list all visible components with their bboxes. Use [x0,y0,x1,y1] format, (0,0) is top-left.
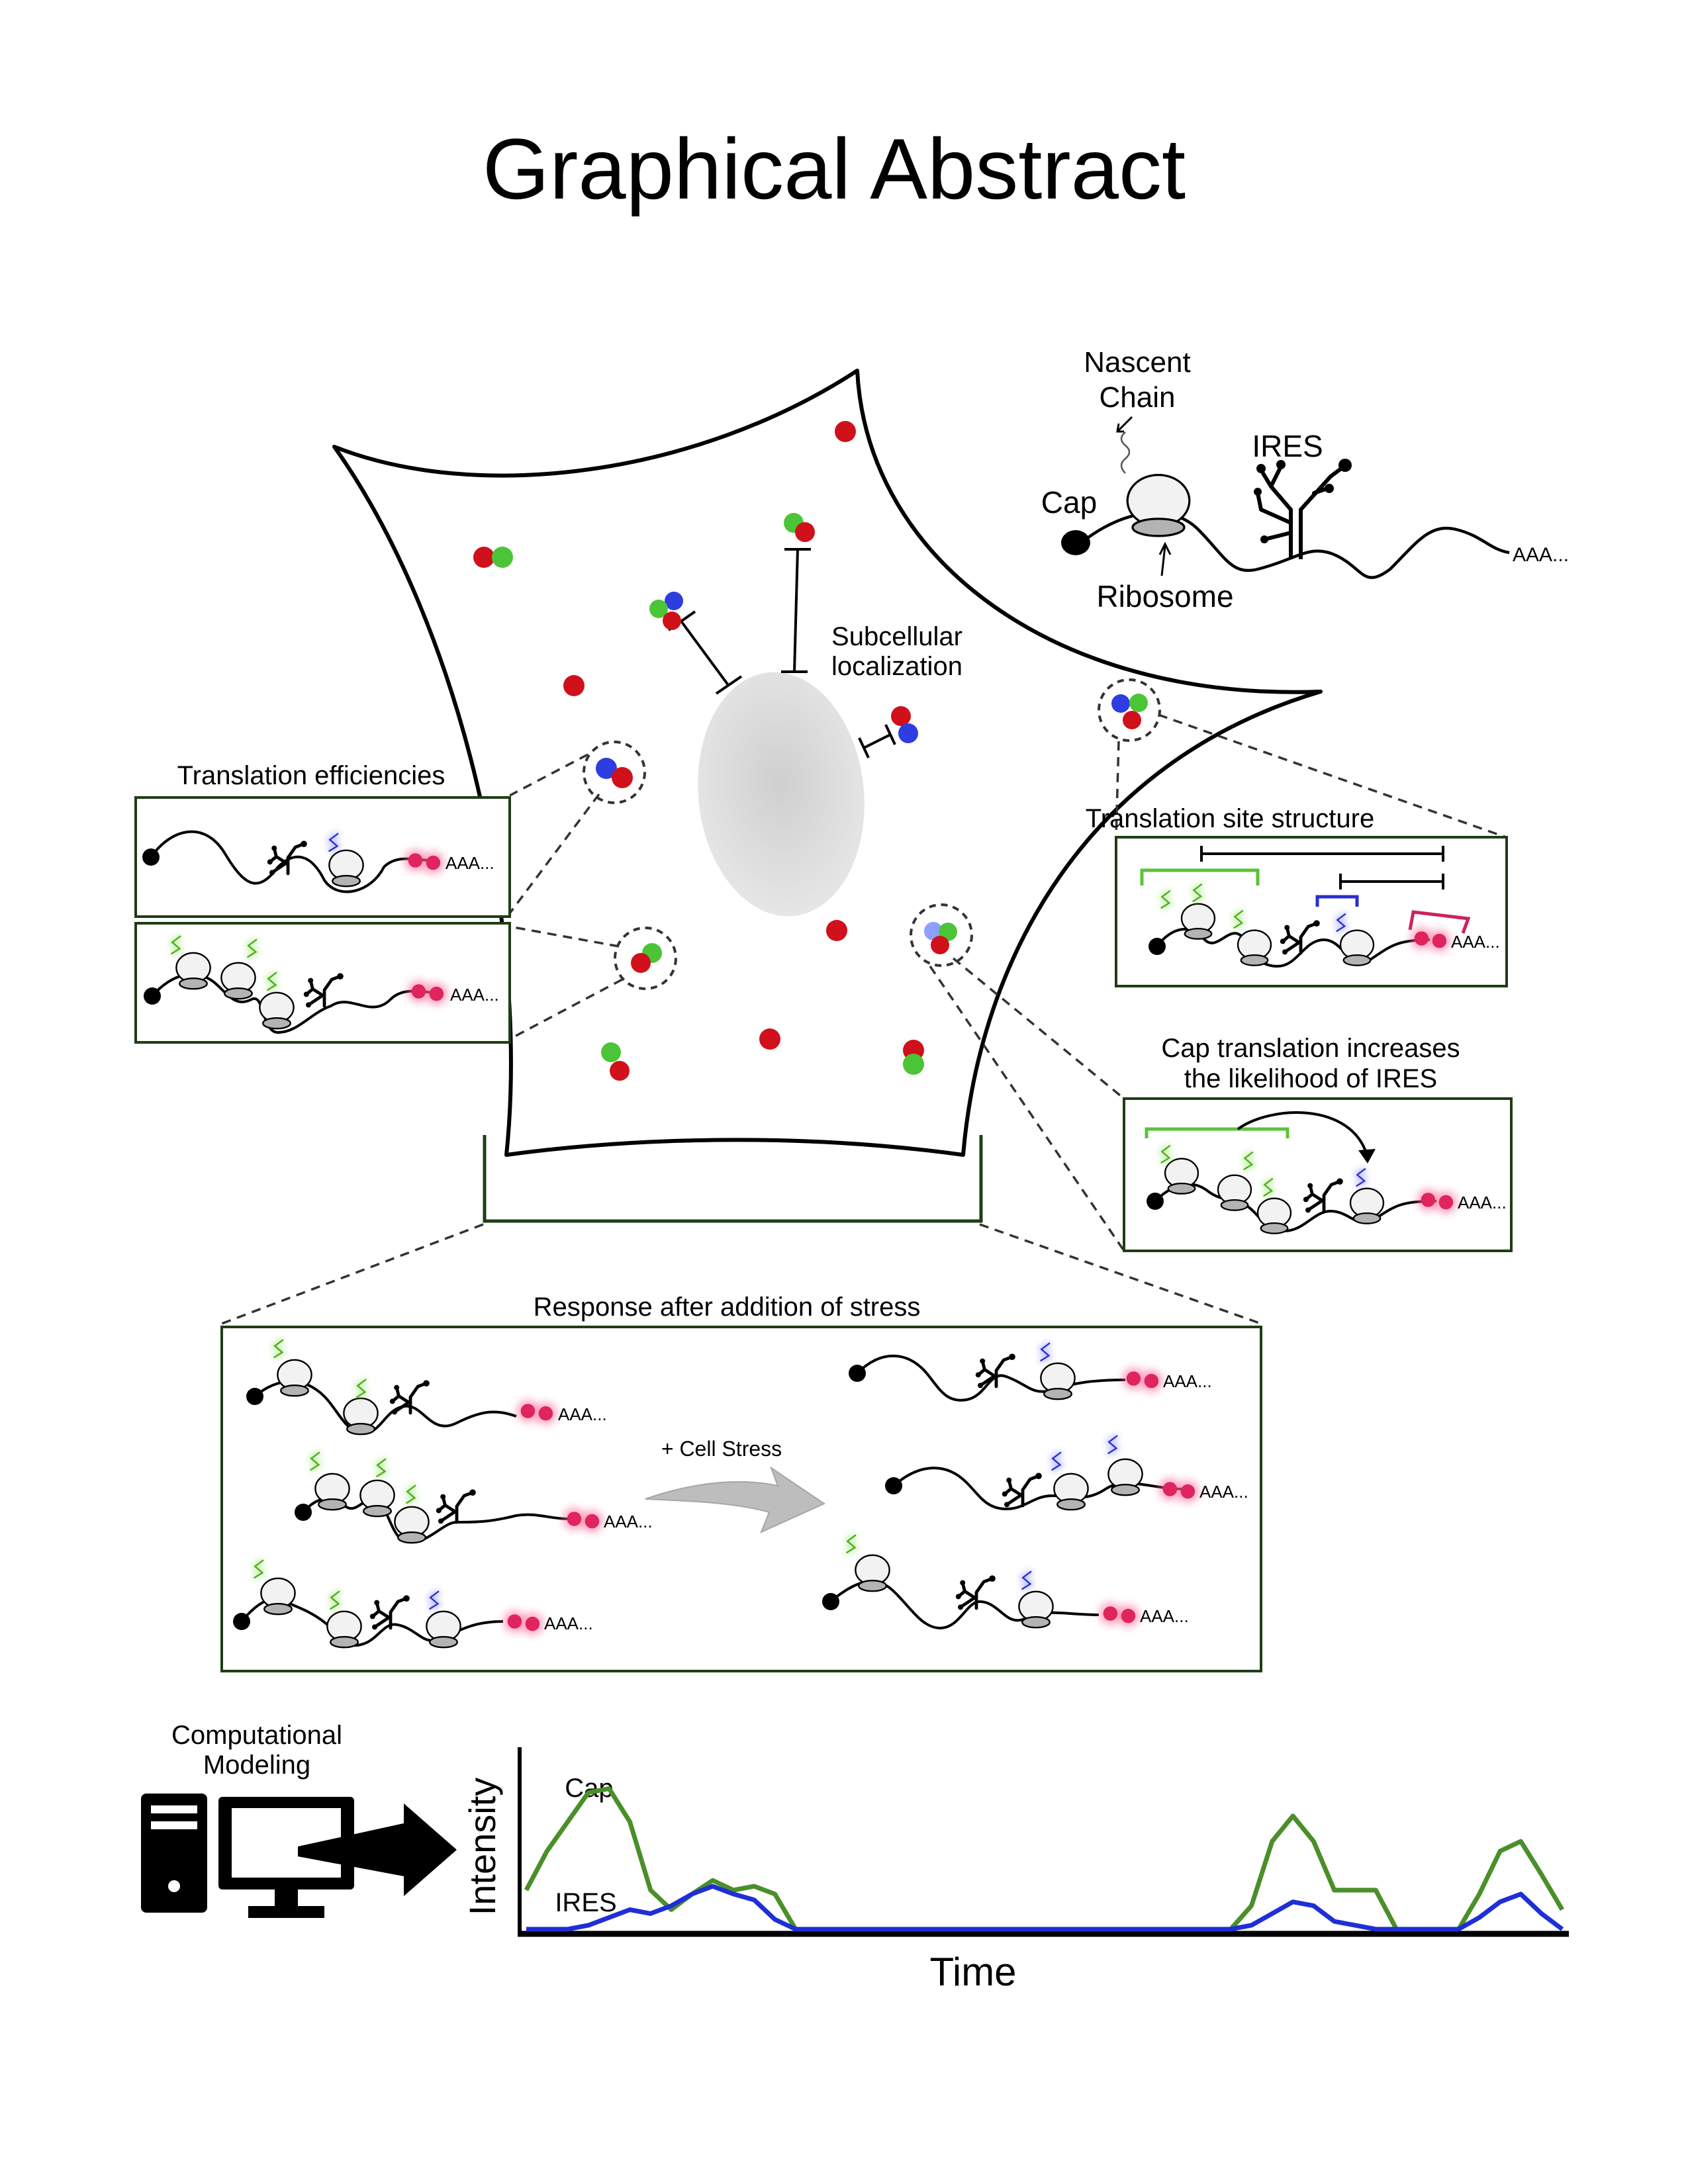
series-label-ires: IRES [555,1888,616,1917]
cap-icon [1061,530,1090,555]
response-stress-label: Response after addition of stress [534,1293,921,1322]
translation-efficiencies-label: Translation efficiencies [177,761,445,790]
chart-xlabel: Time [929,1950,1016,1994]
computer-icon [141,1794,457,1918]
after-stress-mrna-3: AAA... [822,1535,1189,1630]
mrna-legend: Nascent Chain Cap IRES AAA... Ribosome [1041,346,1569,614]
modeling-label-1: Computational [171,1721,342,1750]
ribosome-label: Ribosome [1096,579,1233,614]
zoom-circle-contents [596,694,1148,973]
polya-cap-translation: AAA... [1458,1193,1507,1212]
cell-bracket [483,1135,983,1223]
polya-after-2: AAA... [1199,1482,1248,1502]
polya-before-1: AAA... [558,1404,607,1424]
polya-after-1: AAA... [1163,1371,1212,1391]
nascent-chain-wave [1120,432,1131,474]
polya-te-2: AAA... [450,985,499,1005]
nascent-chain-label-2: Chain [1100,381,1176,414]
polya-after-3: AAA... [1140,1606,1189,1626]
series-line-cap [524,1786,1565,1932]
subcellular-label-1: Subcellular [831,622,962,651]
before-stress-mrna-3: AAA... [233,1560,593,1649]
polya-label: AAA... [1513,544,1569,566]
polya-te-1: AAA... [445,853,494,873]
before-stress-mrna-1: AAA... [246,1340,607,1435]
translation-site-structure-panel [1115,836,1508,987]
tss-brackets [1140,846,1471,934]
legend-mrna [1084,511,1510,579]
ribosome-arrow [1160,545,1166,576]
chart-ylabel: Intensity [461,1778,503,1916]
series-line-ires [526,1884,1564,1932]
zoom-circles [583,678,1161,990]
cell-stress-arrow [645,1466,826,1533]
ires-label: IRES [1252,429,1323,463]
modeling-label-2: Modeling [203,1751,310,1780]
cap-label: Cap [1041,485,1097,520]
polya-before-3: AAA... [544,1614,593,1633]
nucleus [698,672,865,917]
polya-tss: AAA... [1451,932,1500,952]
ribosome-icon [1126,473,1191,537]
localization-bars [667,548,896,758]
te-mrna-2: AAA... [144,936,499,1034]
nascent-arrow [1117,416,1133,432]
intensity-chart: Intensity Time Cap IRES [461,1747,1569,1994]
te-mrna-1: AAA... [142,830,494,893]
ires-icon [1254,459,1352,559]
cell-stress-label: + Cell Stress [661,1437,782,1461]
tss-mrna: AAA... [1149,884,1500,968]
cap-translation-content: AAA... [1145,1111,1507,1234]
translation-efficiencies-panel-1 [134,796,511,918]
translation-site-structure-label: Translation site structure [1086,804,1374,833]
subcellular-label-2: localization [831,652,962,681]
nascent-chain-label-1: Nascent [1084,346,1190,379]
polya-before-2: AAA... [604,1512,653,1531]
page-title: Graphical Abstract [483,120,1186,217]
after-stress-mrna-2: AAA... [885,1435,1248,1511]
cap-translation-label-2: the likelihood of IRES [1184,1064,1437,1093]
zoom-connectors [221,713,1507,1325]
before-stress-mrna-2: AAA... [295,1452,653,1544]
cap-translation-label-1: Cap translation increases [1161,1034,1460,1063]
after-stress-mrna-1: AAA... [849,1343,1212,1402]
cell-particles [473,421,924,1081]
